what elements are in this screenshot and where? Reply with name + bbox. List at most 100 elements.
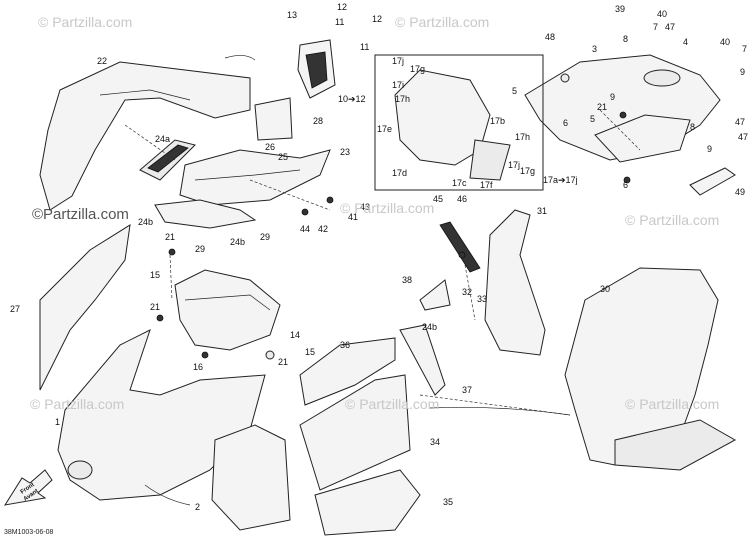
callout-44: 44 (300, 224, 310, 234)
callout-29a: 29 (195, 244, 205, 254)
part-31-center-bracket (484, 209, 546, 356)
callout-47b: 47 (735, 117, 745, 127)
callout-14: 14 (290, 330, 300, 340)
part-14-mount-frame (174, 269, 281, 351)
part-2-lower-panel (211, 424, 291, 531)
callout-16: 16 (193, 362, 203, 372)
callout-42: 42 (318, 224, 328, 234)
callout-7: 7 (653, 22, 658, 32)
callout-40b: 40 (720, 37, 730, 47)
callout-17g-top: 17g (410, 64, 425, 74)
callout-47c: 47 (738, 132, 748, 142)
callout-6b: 6 (623, 180, 628, 190)
callout-17e: 17e (377, 124, 392, 134)
callout-17j-top: 17j (392, 56, 404, 66)
assembly-lines (124, 55, 641, 506)
callout-10-12: 10➔12 (338, 94, 366, 104)
callout-26: 26 (265, 142, 275, 152)
callout-21d: 21 (597, 102, 607, 112)
front-arrow (3, 469, 53, 506)
callout-39: 39 (615, 4, 625, 14)
callout-8: 8 (623, 34, 628, 44)
part-27-side-panel (39, 224, 131, 391)
part-37-trim (399, 324, 446, 396)
callout-5b: 5 (590, 114, 595, 124)
callout-4: 4 (683, 37, 688, 47)
part-1-front-fairing (57, 329, 266, 501)
callout-6: 6 (563, 118, 568, 128)
part-36-side-cover (299, 337, 396, 406)
watermark: © Partzilla.com (340, 200, 435, 216)
part-35-belly-pan (314, 469, 421, 536)
watermark: © Partzilla.com (345, 396, 440, 412)
callout-45: 45 (433, 194, 443, 204)
callout-11b: 11 (360, 42, 369, 52)
watermark: © Partzilla.com (30, 396, 125, 412)
part-30-rear-fairing (564, 267, 737, 471)
callout-46: 46 (457, 194, 467, 204)
callout-3: 3 (592, 44, 597, 54)
callout-17d: 17d (392, 168, 407, 178)
diagram-code: 38M1003-06-08 (4, 529, 54, 536)
callout-21c: 21 (278, 357, 288, 367)
part-38-small-cover (419, 279, 451, 311)
callout-37: 37 (462, 385, 472, 395)
callout-7b: 7 (742, 44, 747, 54)
callout-29b: 29 (260, 232, 270, 242)
callout-24b-3: 24b (422, 322, 437, 332)
callout-36: 36 (340, 340, 350, 350)
callout-35: 35 (443, 497, 453, 507)
callout-17h-top: 17h (395, 94, 410, 104)
callout-43: 43 (360, 202, 370, 212)
callout-17a-17j: 17a➔17j (543, 175, 578, 185)
part-17-windshield-box (374, 54, 544, 191)
callout-23: 23 (340, 147, 350, 157)
callout-28: 28 (313, 116, 323, 126)
part-23-inner-panel (179, 149, 331, 206)
callout-17i: 17i (392, 80, 404, 90)
watermark: © Partzilla.com (625, 396, 720, 412)
callout-15b: 15 (305, 347, 315, 357)
callout-9c: 9 (740, 67, 745, 77)
callout-17c: 17c (452, 178, 467, 188)
callout-5: 5 (512, 86, 517, 96)
watermark: © Partzilla.com (625, 212, 720, 228)
callout-12b: 12 (372, 14, 382, 24)
fasteners (156, 73, 631, 360)
part-28-plate (254, 97, 293, 141)
part-34-lower-cover (299, 374, 411, 491)
watermark: © Partzilla.com (395, 14, 490, 30)
callout-22: 22 (97, 56, 107, 66)
part-45-strap (439, 221, 481, 273)
callout-12a: 12 (337, 2, 347, 12)
part-10-bracket (297, 39, 336, 99)
callout-25: 25 (278, 152, 288, 162)
callout-21a: 21 (165, 232, 175, 242)
callout-labels: 1 2 3 4 5 6 7 8 9 10➔12 11 11 12 12 13 1… (10, 2, 748, 512)
callout-48: 48 (545, 32, 555, 42)
callout-47a: 47 (665, 22, 675, 32)
callout-9b: 9 (707, 144, 712, 154)
callout-15a: 15 (150, 270, 160, 280)
part-49-trim (689, 167, 736, 196)
callout-27: 27 (10, 304, 20, 314)
callout-17h: 17h (515, 132, 530, 142)
callout-17j: 17j (508, 160, 520, 170)
callout-41: 41 (348, 212, 358, 222)
callout-24a: 24a (155, 134, 170, 144)
part-24a-vent (139, 139, 196, 181)
callout-11a: 11 (335, 17, 344, 27)
watermark-strong: ©Partzilla.com (32, 206, 129, 223)
part-22-upper-fairing (39, 61, 251, 211)
callout-40a: 40 (657, 9, 667, 19)
callout-24b-1: 24b (138, 217, 153, 227)
callout-24b-2: 24b (230, 237, 245, 247)
callout-17g: 17g (520, 166, 535, 176)
callout-34: 34 (430, 437, 440, 447)
callout-38: 38 (402, 275, 412, 285)
callout-17b: 17b (490, 116, 505, 126)
callout-49: 49 (735, 187, 745, 197)
callout-30: 30 (600, 284, 610, 294)
callout-13: 13 (287, 10, 297, 20)
